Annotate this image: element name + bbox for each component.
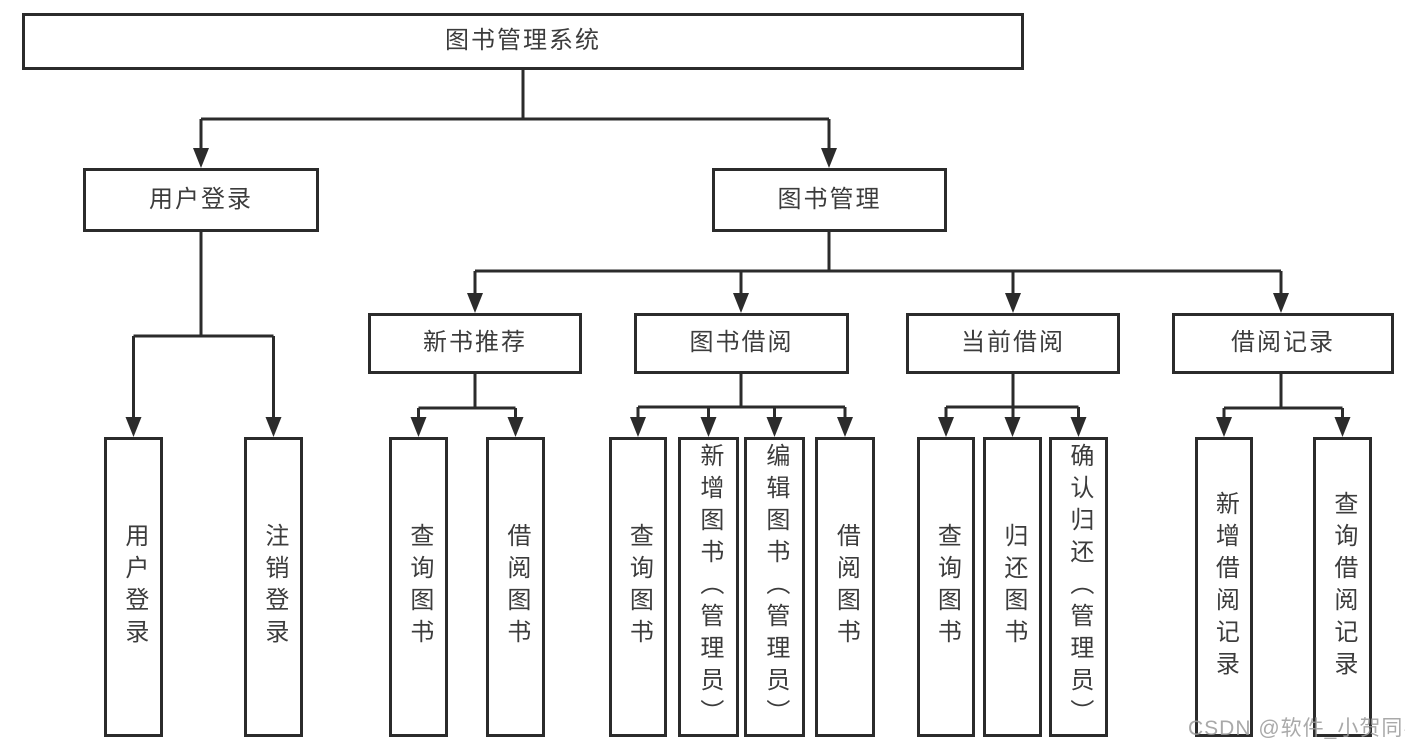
leaf-query-books-borrowing: 查询图书 xyxy=(609,437,667,737)
arrow-down-icon xyxy=(821,148,837,168)
arrow-down-icon xyxy=(1216,417,1232,437)
arrow-down-icon xyxy=(410,417,427,437)
node-user-login: 用户登录 xyxy=(83,168,319,232)
arrow-down-icon xyxy=(700,417,717,437)
arrow-down-icon xyxy=(467,293,483,313)
arrow-down-icon xyxy=(837,417,853,437)
leaf-borrow-books-recommend: 借阅图书 xyxy=(486,437,545,737)
leaf-add-books-admin: 新增图书（管理员） xyxy=(678,437,739,737)
arrow-down-icon xyxy=(1005,293,1021,313)
arrow-down-icon xyxy=(1070,417,1087,437)
leaf-user-login: 用户登录 xyxy=(104,437,163,737)
leaf-return-books: 归还图书 xyxy=(983,437,1042,737)
leaf-query-books-current: 查询图书 xyxy=(917,437,975,737)
arrow-down-icon xyxy=(938,417,954,437)
csdn-watermark: CSDN @软件_小贺同学 xyxy=(1188,717,1405,740)
node-current-borrowing: 当前借阅 xyxy=(906,313,1120,374)
node-library-system-root: 图书管理系统 xyxy=(22,13,1024,70)
node-book-management: 图书管理 xyxy=(712,168,947,232)
leaf-confirm-return-admin: 确认归还（管理员） xyxy=(1049,437,1108,737)
leaf-add-borrow-record: 新增借阅记录 xyxy=(1195,437,1253,737)
arrow-down-icon xyxy=(766,417,783,437)
arrow-down-icon xyxy=(265,417,282,437)
leaf-query-borrow-record: 查询借阅记录 xyxy=(1313,437,1372,737)
arrow-down-icon xyxy=(1004,417,1021,437)
arrow-down-icon xyxy=(733,293,749,313)
arrow-down-icon xyxy=(507,417,524,437)
arrow-down-icon xyxy=(193,148,209,168)
node-book-borrowing: 图书借阅 xyxy=(634,313,849,374)
arrow-down-icons xyxy=(125,148,1351,437)
node-borrowing-records: 借阅记录 xyxy=(1172,313,1394,374)
arrow-down-icon xyxy=(630,417,646,437)
arrow-down-icon xyxy=(1334,417,1351,437)
leaf-logout: 注销登录 xyxy=(244,437,303,737)
leaf-edit-books-admin: 编辑图书（管理员） xyxy=(744,437,805,737)
leaf-query-books-recommend: 查询图书 xyxy=(389,437,448,737)
leaf-borrow-books: 借阅图书 xyxy=(815,437,875,737)
connector-paths xyxy=(132,70,1344,419)
node-new-book-recommend: 新书推荐 xyxy=(368,313,582,374)
arrow-down-icon xyxy=(125,417,142,437)
arrow-down-icon xyxy=(1273,293,1289,313)
